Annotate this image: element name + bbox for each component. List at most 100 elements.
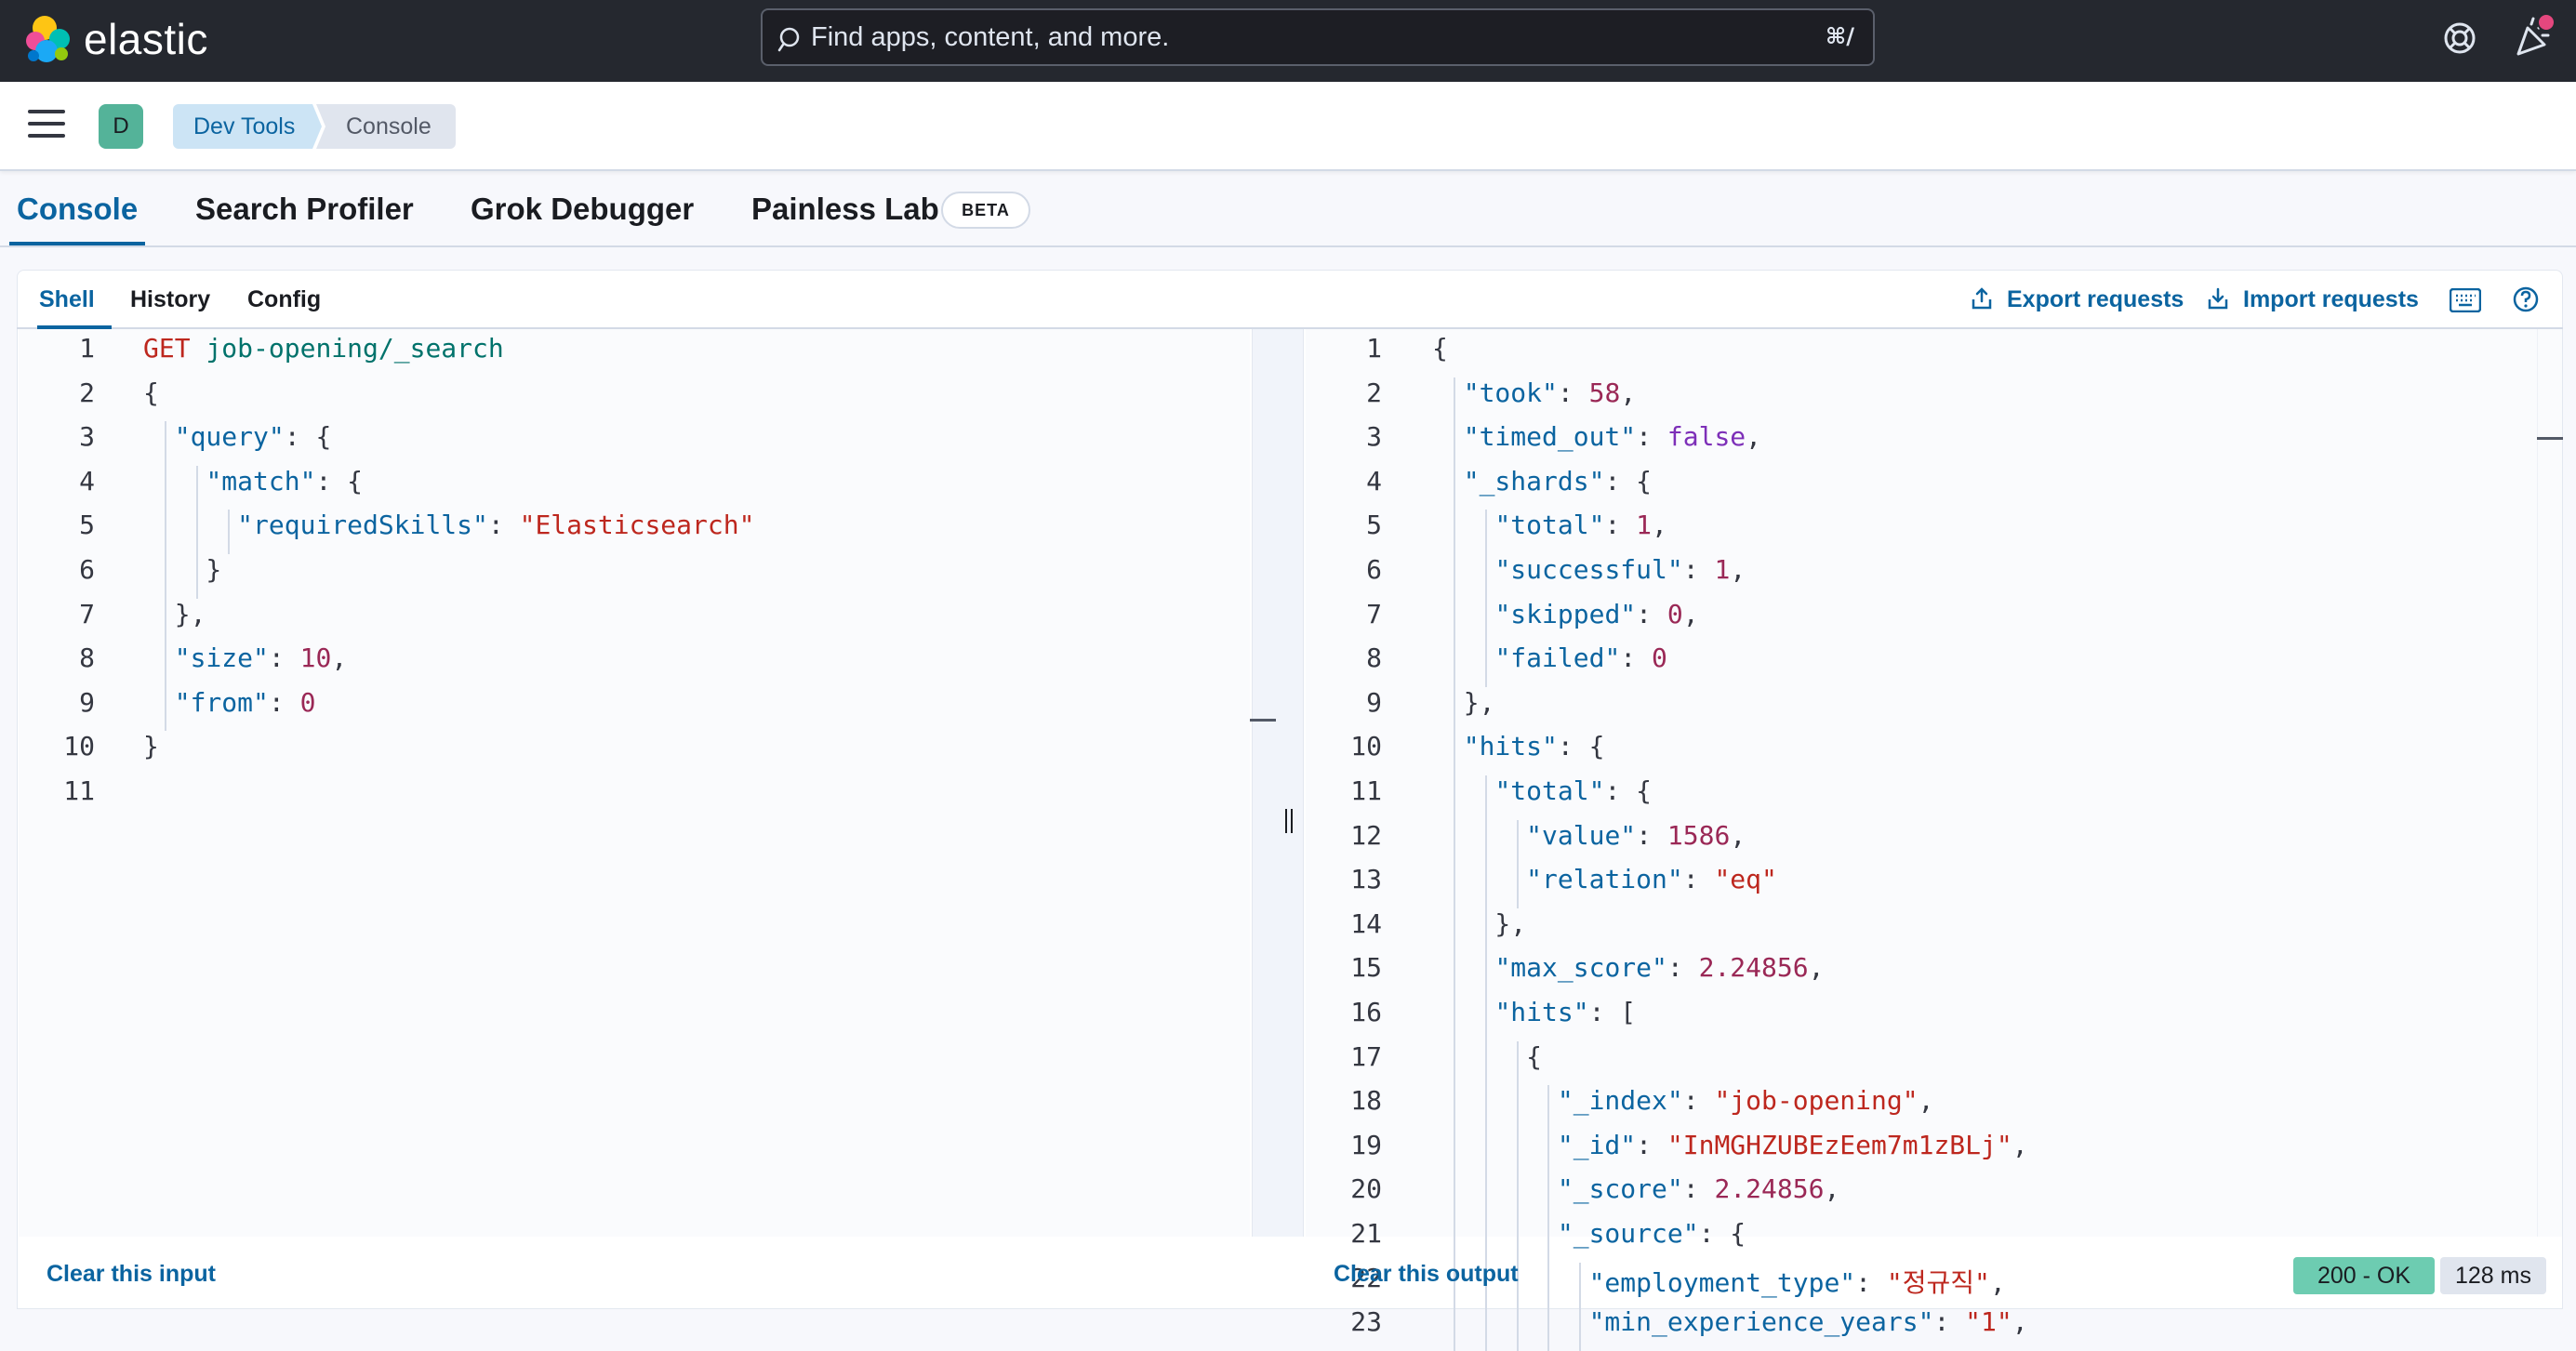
code-line[interactable]: "hits": [ xyxy=(1494,997,1637,1027)
indent-guide xyxy=(164,421,166,466)
code-line[interactable]: "hits": { xyxy=(1463,731,1605,762)
code-line[interactable]: } xyxy=(143,731,159,762)
editor-resizer[interactable] xyxy=(1252,329,1304,1237)
indent-guide xyxy=(1453,864,1455,908)
response-time-badge: 128 ms xyxy=(2440,1257,2546,1294)
indent-guide xyxy=(1453,642,1455,687)
breadcrumb-bar: D Dev Tools Console xyxy=(0,82,2576,171)
clear-output-link[interactable]: Clear this output xyxy=(1334,1261,1519,1287)
code-line[interactable]: "query": { xyxy=(174,421,332,453)
code-line[interactable]: "relation": "eq" xyxy=(1526,864,1777,895)
code-line[interactable]: } xyxy=(143,554,222,585)
code-line[interactable]: GET job-opening/_search xyxy=(143,333,504,364)
indent-guide xyxy=(1484,819,1487,865)
indent-guide xyxy=(1516,1173,1519,1218)
code-line[interactable]: "took": 58, xyxy=(1463,377,1637,408)
search-input[interactable] xyxy=(811,10,1741,64)
subtab-config[interactable]: Config xyxy=(247,286,322,312)
indent-guide xyxy=(1453,465,1455,510)
line-number: 9 xyxy=(1366,686,1382,718)
indent-guide xyxy=(164,598,166,643)
code-line[interactable]: "_source": { xyxy=(1557,1218,1746,1249)
code-line[interactable]: "failed": 0 xyxy=(1494,642,1667,674)
code-line[interactable]: "requiredSkills": "Elasticsearch" xyxy=(237,510,755,541)
breadcrumb-dev-tools[interactable]: Dev Tools xyxy=(173,104,322,149)
code-line[interactable]: { xyxy=(1432,333,1448,364)
line-number: 4 xyxy=(79,465,95,497)
code-line[interactable]: "employment_type": "정규직", xyxy=(1588,1266,2006,1298)
global-header: elastic ⌘/ xyxy=(0,0,2576,82)
hamburger-menu-icon[interactable] xyxy=(28,110,65,143)
code-line[interactable]: }, xyxy=(1432,907,1527,939)
code-line[interactable]: { xyxy=(1432,1040,1543,1072)
indent-guide xyxy=(1484,510,1487,554)
code-line[interactable]: "skipped": 0, xyxy=(1494,598,1699,629)
tab-grok-debugger[interactable]: Grok Debugger xyxy=(471,192,695,226)
indent-guide xyxy=(1579,1306,1582,1351)
code-line[interactable]: "size": 10, xyxy=(174,642,348,674)
code-line[interactable]: }, xyxy=(1432,686,1495,718)
code-line[interactable]: "timed_out": false, xyxy=(1463,421,1762,453)
subtab-shell[interactable]: Shell xyxy=(39,286,95,312)
code-line[interactable]: "_id": "InMGHZUBEzEem7m1zBLj", xyxy=(1557,1129,2028,1160)
line-number: 12 xyxy=(1350,819,1382,851)
resizer-grip-icon[interactable] xyxy=(1285,809,1295,833)
help-lifebuoy-icon[interactable] xyxy=(2438,17,2481,60)
code-line[interactable]: "_index": "job-opening", xyxy=(1557,1085,1934,1117)
clear-input-link[interactable]: Clear this input xyxy=(46,1261,216,1287)
code-line[interactable]: "value": 1586, xyxy=(1526,819,1746,851)
keyboard-shortcuts-icon[interactable] xyxy=(2450,288,2481,312)
response-editor[interactable]: 1{2 "took": 58,3 "timed_out": false,4 "_… xyxy=(1306,329,2537,1351)
code-line[interactable]: }, xyxy=(143,598,206,629)
code-line[interactable]: "from": 0 xyxy=(174,686,316,718)
indent-guide xyxy=(1453,819,1455,865)
elastic-logo-icon[interactable] xyxy=(22,13,74,65)
line-number: 17 xyxy=(1350,1040,1382,1072)
code-line[interactable]: "match": { xyxy=(206,465,364,497)
indent-guide xyxy=(1484,598,1487,643)
export-requests-label: Export requests xyxy=(2007,286,2184,312)
indent-guide xyxy=(1484,1129,1487,1174)
export-requests-button[interactable]: Export requests xyxy=(1970,285,2184,314)
line-number: 13 xyxy=(1350,864,1382,895)
code-line[interactable]: "total": 1, xyxy=(1494,510,1667,541)
indent-guide xyxy=(1484,1173,1487,1218)
indent-guide xyxy=(1579,1262,1582,1307)
code-line[interactable]: { xyxy=(143,377,159,408)
indent-guide xyxy=(195,465,198,510)
notification-dot xyxy=(2537,13,2556,32)
indent-guide xyxy=(1547,1129,1550,1174)
subtab-history[interactable]: History xyxy=(130,286,211,312)
tab-console[interactable]: Console xyxy=(17,192,139,226)
space-avatar[interactable]: D xyxy=(99,104,143,149)
indent-guide xyxy=(1516,1262,1519,1307)
indent-guide xyxy=(164,642,166,687)
code-line[interactable]: "successful": 1, xyxy=(1494,554,1746,585)
global-search[interactable]: ⌘/ xyxy=(761,8,1875,66)
indent-guide xyxy=(1453,686,1455,732)
line-number: 5 xyxy=(79,510,95,541)
response-scrollbar[interactable] xyxy=(2537,329,2562,1237)
line-number: 10 xyxy=(63,731,95,762)
indent-guide xyxy=(1547,1218,1550,1263)
code-line[interactable]: "total": { xyxy=(1494,775,1653,806)
import-requests-button[interactable]: Import requests xyxy=(2206,285,2420,314)
indent-guide xyxy=(1484,554,1487,599)
line-number: 22 xyxy=(1350,1262,1382,1293)
indent-guide xyxy=(1516,1306,1519,1351)
tab-painless-lab[interactable]: Painless Lab xyxy=(751,192,939,226)
line-number: 1 xyxy=(79,333,95,364)
indent-guide xyxy=(1484,952,1487,997)
code-line[interactable]: "_score": 2.24856, xyxy=(1557,1173,1840,1205)
code-line[interactable]: "_shards": { xyxy=(1463,465,1653,497)
tab-search-profiler[interactable]: Search Profiler xyxy=(195,192,414,226)
line-number: 21 xyxy=(1350,1218,1382,1249)
response-scroll-marker xyxy=(2537,437,2563,440)
indent-guide xyxy=(1453,421,1455,466)
help-question-icon[interactable] xyxy=(2511,285,2541,314)
code-line[interactable]: "min_experience_years": "1", xyxy=(1588,1306,2028,1338)
brand-name[interactable]: elastic xyxy=(84,15,208,63)
code-line[interactable]: "max_score": 2.24856, xyxy=(1494,952,1825,984)
line-number: 8 xyxy=(1366,642,1382,674)
